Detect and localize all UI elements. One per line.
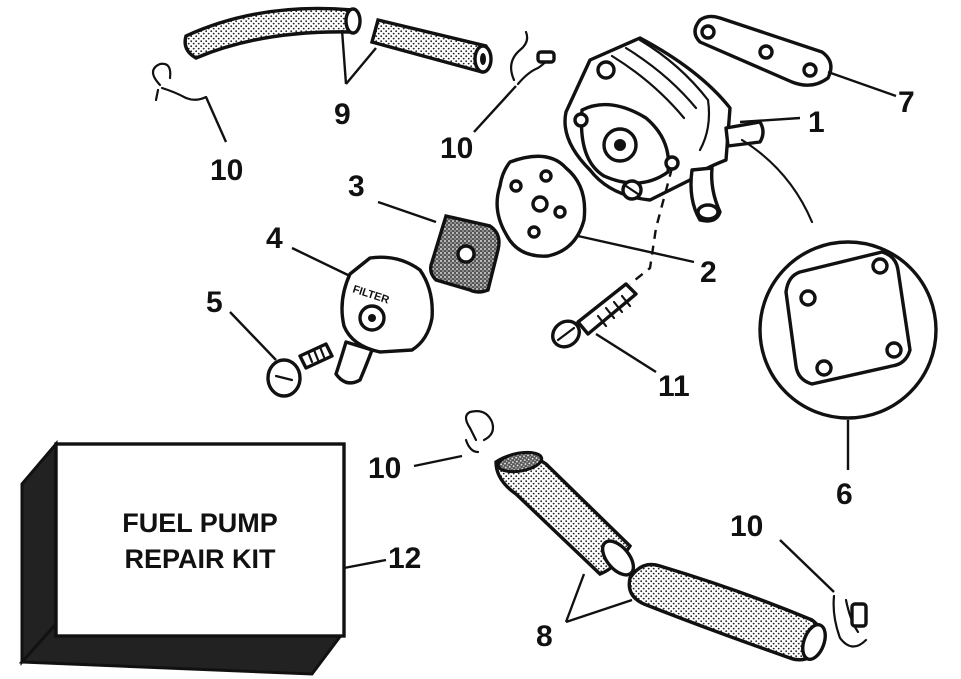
detail-view-6 bbox=[740, 138, 938, 420]
hose-8 bbox=[494, 450, 827, 662]
kit-label-line-1: FUEL PUMP bbox=[122, 508, 278, 538]
callout-8: 8 bbox=[536, 620, 553, 653]
screw-5 bbox=[266, 342, 334, 398]
repair-kit-box-12: FUEL PUMP REPAIR KIT bbox=[18, 439, 346, 676]
callout-7: 7 bbox=[898, 86, 915, 119]
callouts: 1 2 3 4 5 6 7 8 9 10 10 10 10 11 12 bbox=[206, 86, 915, 653]
callout-10-bottom-right: 10 bbox=[730, 510, 763, 543]
callout-10-middle: 10 bbox=[368, 452, 401, 485]
filter-screen-3 bbox=[428, 213, 501, 294]
leader-lines bbox=[204, 29, 897, 624]
fuel-pump-body-1 bbox=[563, 36, 765, 223]
filter-cover-4: FILTER bbox=[334, 255, 434, 385]
callout-1: 1 bbox=[808, 106, 825, 139]
diaphragm-2 bbox=[495, 154, 587, 258]
hose-clip-10-middle bbox=[464, 410, 495, 454]
callout-3: 3 bbox=[348, 170, 365, 203]
kit-label-line-2: REPAIR KIT bbox=[124, 544, 276, 574]
hose-9 bbox=[183, 6, 493, 74]
callout-10-top-left: 10 bbox=[210, 154, 243, 187]
hose-clip-10-bottom-right bbox=[832, 594, 868, 648]
callout-12: 12 bbox=[388, 542, 421, 575]
callout-2: 2 bbox=[700, 256, 717, 289]
hose-clip-10-top-middle bbox=[509, 30, 556, 86]
callout-9: 9 bbox=[334, 98, 351, 131]
screw-11 bbox=[551, 282, 638, 349]
gasket-7 bbox=[693, 14, 833, 87]
callout-6: 6 bbox=[836, 478, 853, 511]
alignment-dashed-line bbox=[629, 167, 674, 285]
callout-5: 5 bbox=[206, 286, 223, 319]
hose-clip-10-top-left bbox=[151, 62, 208, 102]
callout-4: 4 bbox=[266, 222, 283, 255]
callout-11: 11 bbox=[658, 370, 690, 403]
callout-10-top-middle: 10 bbox=[440, 132, 473, 165]
